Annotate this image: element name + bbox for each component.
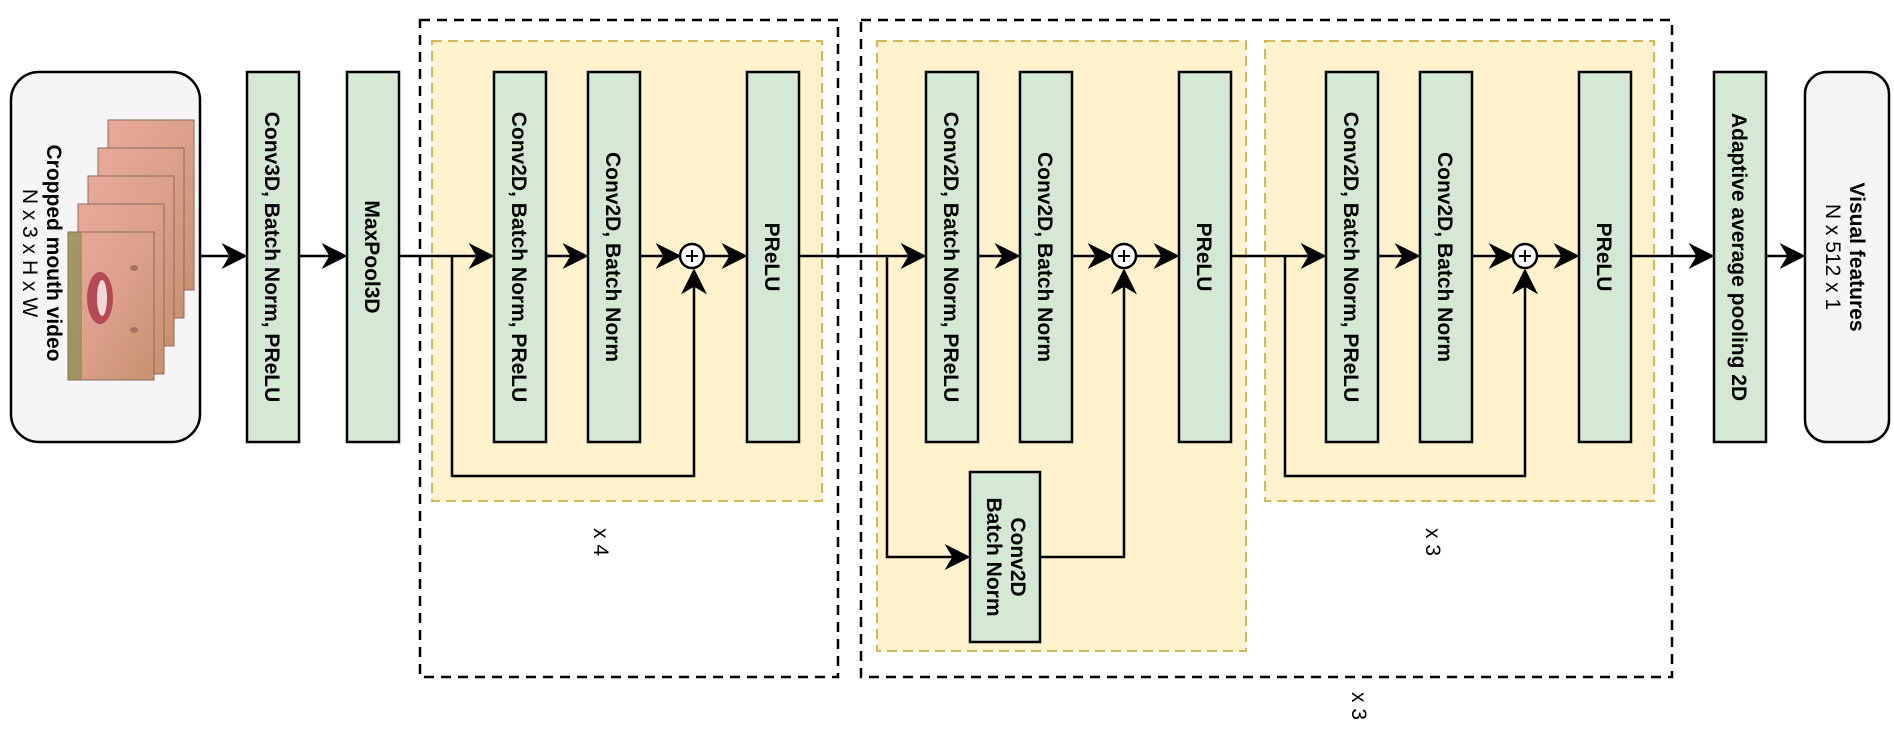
connectors xyxy=(200,243,1806,570)
maxpool-block: MaxPool3D xyxy=(345,70,401,444)
shortcut-label-line2: Batch Norm xyxy=(982,497,1005,616)
g1-conv2d-bn-block: Conv2D, Batch Norm xyxy=(586,70,642,444)
shortcut-label-line1: Conv2D xyxy=(1006,517,1029,596)
g2b-conv2d-bn-prelu-label: Conv2D, Batch Norm, PReLU xyxy=(1339,112,1362,403)
g2b-conv2d-bn-block: Conv2D, Batch Norm xyxy=(1418,70,1474,444)
repeat-label-group1: x 4 xyxy=(589,528,612,556)
g1-conv2d-bn-prelu-label: Conv2D, Batch Norm, PReLU xyxy=(507,112,530,403)
adaptive-pool-label: Adaptive average pooling 2D xyxy=(1727,113,1750,401)
g1-prelu-block: PReLU xyxy=(745,70,801,444)
g1-prelu-label: PReLU xyxy=(760,223,783,292)
adaptive-pool-block: Adaptive average pooling 2D xyxy=(1712,70,1768,444)
g2a-prelu-label: PReLU xyxy=(1192,223,1215,292)
g2a-prelu-block: PReLU xyxy=(1177,70,1233,444)
repeat-label-inner2: x 3 xyxy=(1421,528,1444,556)
input-shape: N x 3 x H x W xyxy=(18,189,41,318)
repeat-label-group2: x 3 xyxy=(1347,692,1370,720)
shortcut-conv2d-bn-block: Conv2D Batch Norm xyxy=(968,470,1042,644)
repeat-group-2 xyxy=(859,18,1674,679)
g2a-conv2d-bn-block: Conv2D, Batch Norm xyxy=(1018,70,1074,444)
g1-conv2d-bn-label: Conv2D, Batch Norm xyxy=(601,152,624,362)
g2b-prelu-block: PReLU xyxy=(1577,70,1633,444)
circled-plus-icon xyxy=(1511,242,1539,270)
g1-conv2d-bn-prelu-block: Conv2D, Batch Norm, PReLU xyxy=(492,70,548,444)
circled-plus-icon xyxy=(678,242,706,270)
output-title: Visual features xyxy=(1845,182,1868,331)
output-shape: N x 512 x 1 xyxy=(1821,204,1844,310)
g2a-conv2d-bn-prelu-label: Conv2D, Batch Norm, PReLU xyxy=(939,112,962,403)
g2a-conv2d-bn-prelu-block: Conv2D, Batch Norm, PReLU xyxy=(924,70,980,444)
g2b-prelu-label: PReLU xyxy=(1592,223,1615,292)
g2b-conv2d-bn-prelu-block: Conv2D, Batch Norm, PReLU xyxy=(1324,70,1380,444)
conv3d-label: Conv3D, Batch Norm, PReLU xyxy=(260,112,283,403)
g2a-conv2d-bn-label: Conv2D, Batch Norm xyxy=(1033,152,1056,362)
video-frames-icon xyxy=(67,119,195,381)
conv3d-block: Conv3D, Batch Norm, PReLU xyxy=(245,70,301,444)
g2b-conv2d-bn-label: Conv2D, Batch Norm xyxy=(1433,152,1456,362)
input-title: Cropped mouth video xyxy=(42,145,65,362)
circled-plus-icon xyxy=(1110,242,1138,270)
maxpool-label: MaxPool3D xyxy=(360,200,383,313)
repeat-group-1 xyxy=(418,18,840,679)
